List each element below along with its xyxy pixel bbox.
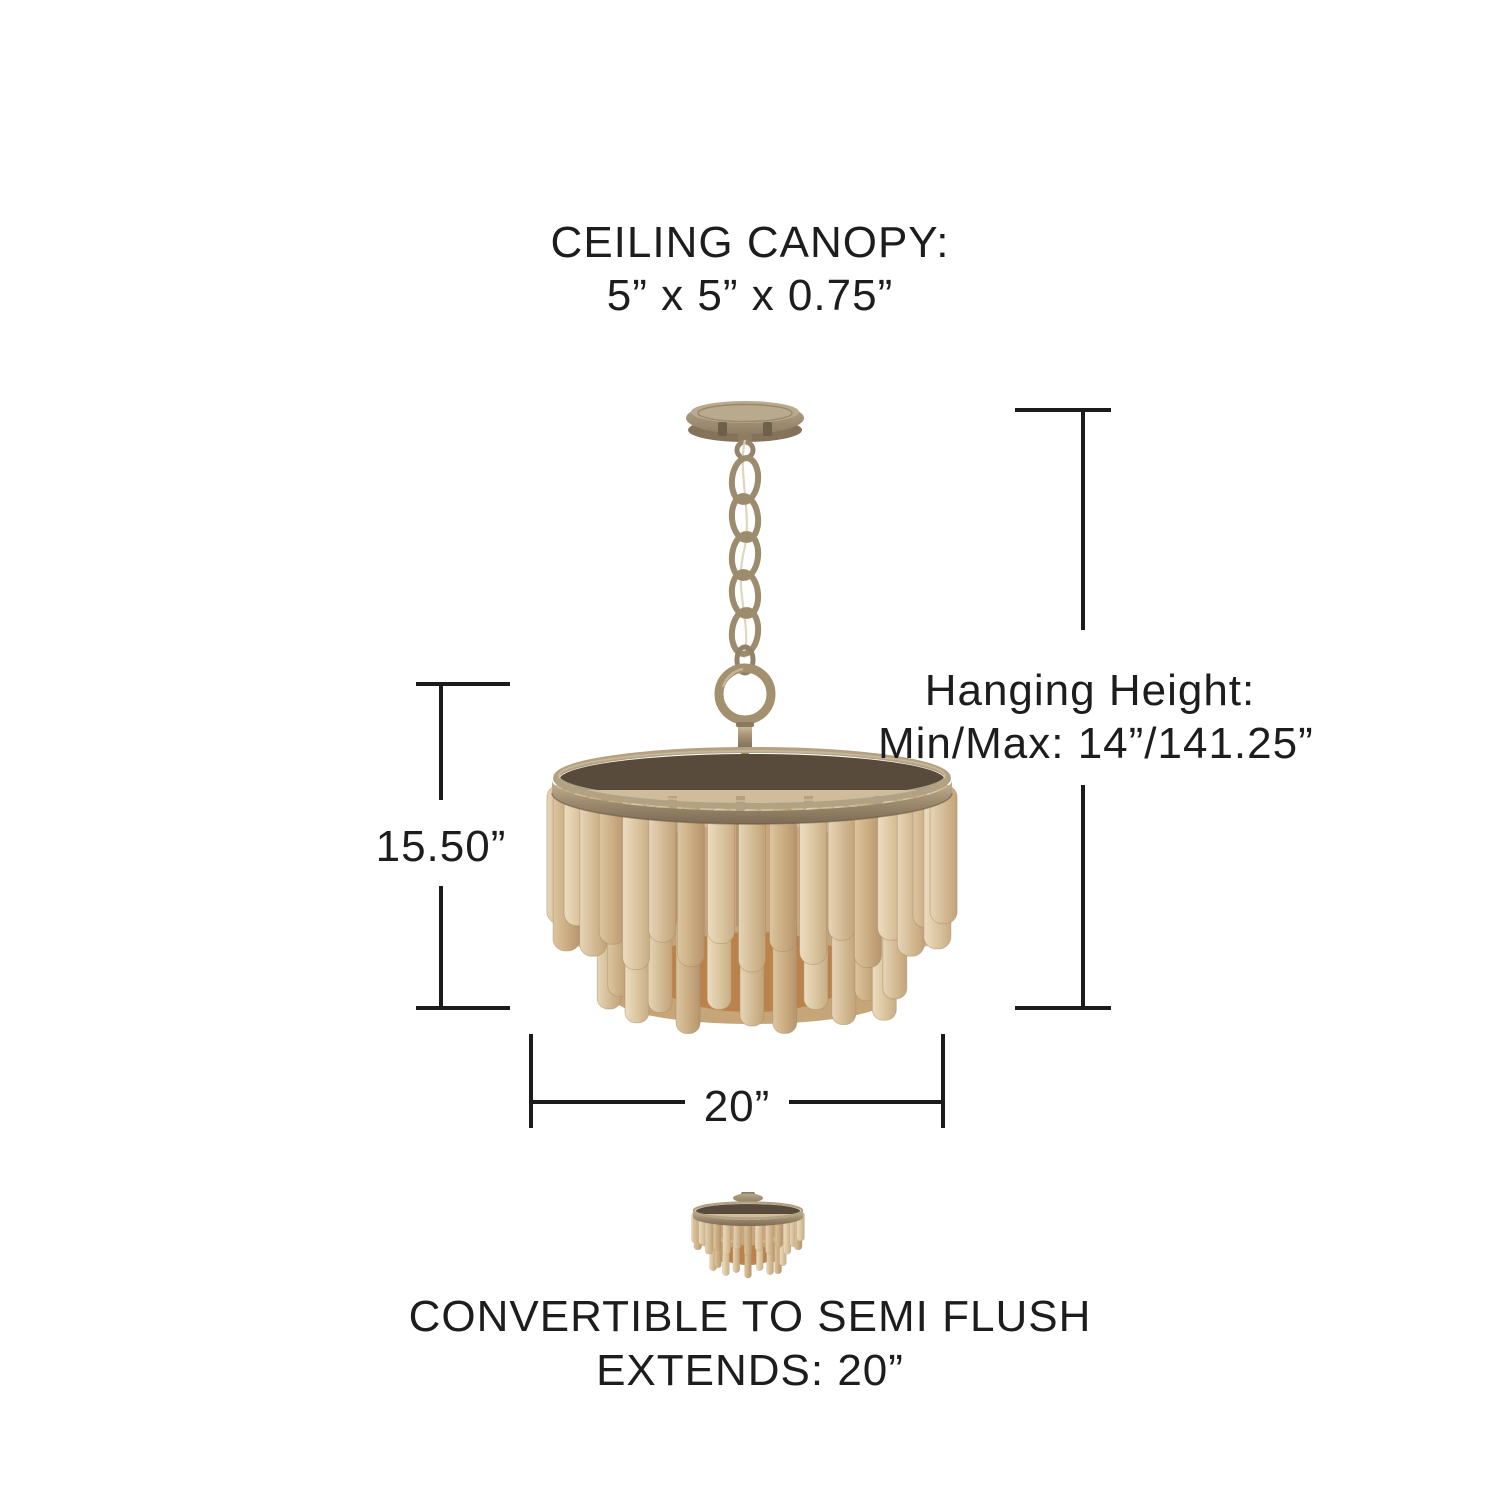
height-dim-segment-lower [439,886,443,1008]
convertible-note: CONVERTIBLE TO SEMI FLUSH EXTENDS: 20” [0,1290,1500,1398]
hanging-dim-cap-bottom [1015,1006,1111,1010]
height-dim-label: 15.50” [375,822,507,871]
hanging-height-line1: Hanging Height: [924,666,1256,715]
convertible-note-line1: CONVERTIBLE TO SEMI FLUSH [408,1292,1092,1341]
chandelier-illustration [546,401,958,1035]
width-dim-cap-left [529,1034,533,1128]
hanging-dim-segment-upper [1081,410,1085,630]
canopy-note-line1: CEILING CANOPY: [550,218,950,267]
width-dim-label: 20” [703,1082,771,1131]
height-dim-cap-top [416,682,510,686]
convertible-note-line2: EXTENDS: 20” [596,1346,904,1395]
height-dim-cap-bottom [416,1006,510,1010]
hanging-dim-cap-top [1015,408,1111,412]
hanging-dim-segment-lower [1081,785,1085,1008]
semi-flush-illustration [691,1192,805,1279]
hanging-height-line2: Min/Max: 14”/141.25” [878,719,1314,768]
width-dim-segment-left [531,1100,685,1104]
height-dim-segment-upper [439,684,443,800]
width-dim-segment-right [789,1100,943,1104]
canopy-note: CEILING CANOPY: 5” x 5” x 0.75” [0,216,1500,322]
width-dim-cap-right [941,1034,945,1128]
canopy-note-line2: 5” x 5” x 0.75” [606,271,894,320]
hanging-height-label: Hanging Height: Min/Max: 14”/141.25” [878,664,1314,770]
